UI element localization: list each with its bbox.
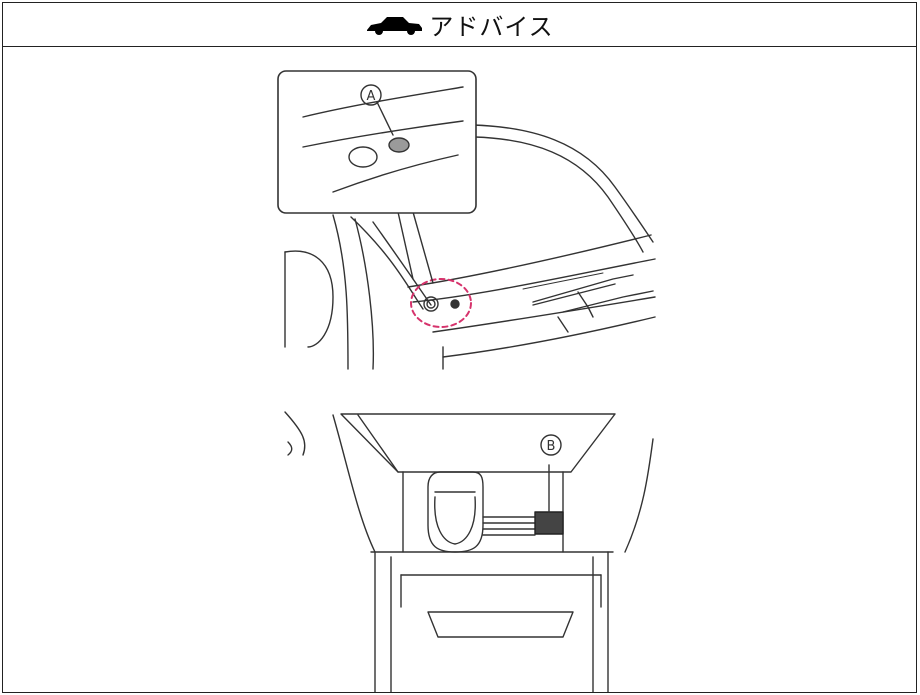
highlight-circle (411, 279, 471, 327)
illustration-svg: A B (3, 47, 916, 692)
car-icon (365, 14, 423, 36)
console-illustration (285, 412, 653, 692)
label-b-target (535, 512, 563, 534)
advice-header: アドバイス (3, 3, 916, 47)
illustration-area: A B (3, 47, 916, 692)
label-b-text: B (547, 439, 556, 454)
sensor-a (389, 138, 409, 152)
callout-box-a (278, 71, 476, 213)
advice-title: アドバイス (429, 7, 553, 42)
windshield-illustration (278, 71, 655, 369)
label-a-text: A (367, 89, 376, 104)
